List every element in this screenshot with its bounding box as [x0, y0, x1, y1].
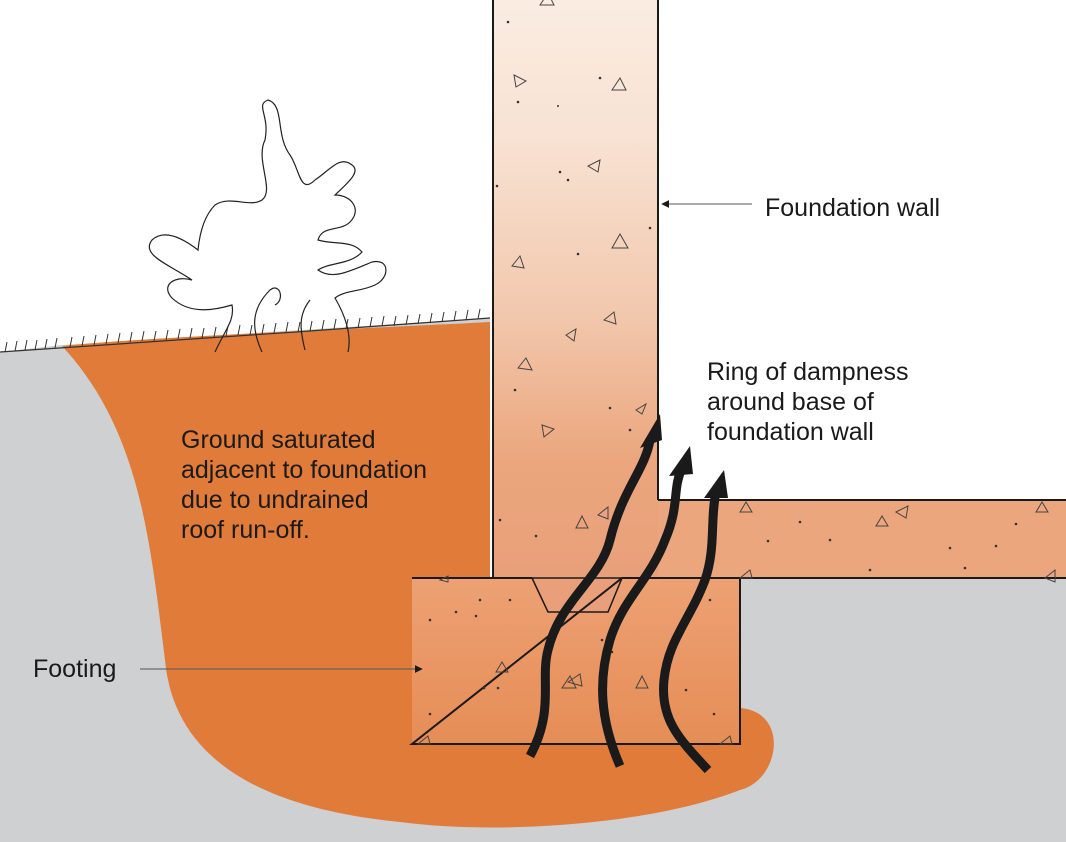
foundation-wall-label: Foundation wall: [765, 194, 941, 222]
moisture-arrow-icon: [526, 439, 721, 774]
concrete-specks: [428, 20, 1018, 716]
grass-icon: [4, 308, 481, 353]
concrete-aggregate: [416, 0, 1056, 745]
leader-lines: [140, 200, 752, 673]
footing-label: Footing: [33, 655, 117, 683]
moisture-arrowhead-3: [704, 470, 728, 498]
ring-of-dampness-label: Ring of dampness around base of foundati…: [707, 357, 909, 447]
ring-of-dampness-line-1: Ring of dampness: [707, 358, 909, 386]
floor-slab: [658, 500, 1066, 578]
moisture-arrowhead-1: [640, 414, 662, 448]
grass-line: [0, 317, 491, 353]
ground-saturated-line-4: roof run-off.: [181, 516, 310, 544]
shrub-icon: [148, 99, 387, 353]
ring-of-dampness-line-3: foundation wall: [707, 418, 874, 446]
ring-of-dampness-line-2: around base of: [707, 388, 874, 416]
ground-saturated-line-1: Ground saturated: [181, 426, 376, 454]
ground-saturated-line-2: adjacent to foundation: [181, 456, 428, 484]
moisture-arrow-1: [526, 439, 655, 759]
moisture-arrowheads: [640, 414, 728, 498]
structure-outline: [409, 0, 1066, 745]
ground-saturated-label: Ground saturated adjacent to foundation …: [181, 425, 427, 545]
foundation-wall: [493, 0, 658, 578]
ground-saturated-line-3: due to undrained: [181, 486, 369, 514]
moisture-arrow-3: [658, 491, 721, 774]
moisture-arrowhead-2: [669, 446, 693, 476]
moisture-arrow-2: [598, 466, 687, 768]
